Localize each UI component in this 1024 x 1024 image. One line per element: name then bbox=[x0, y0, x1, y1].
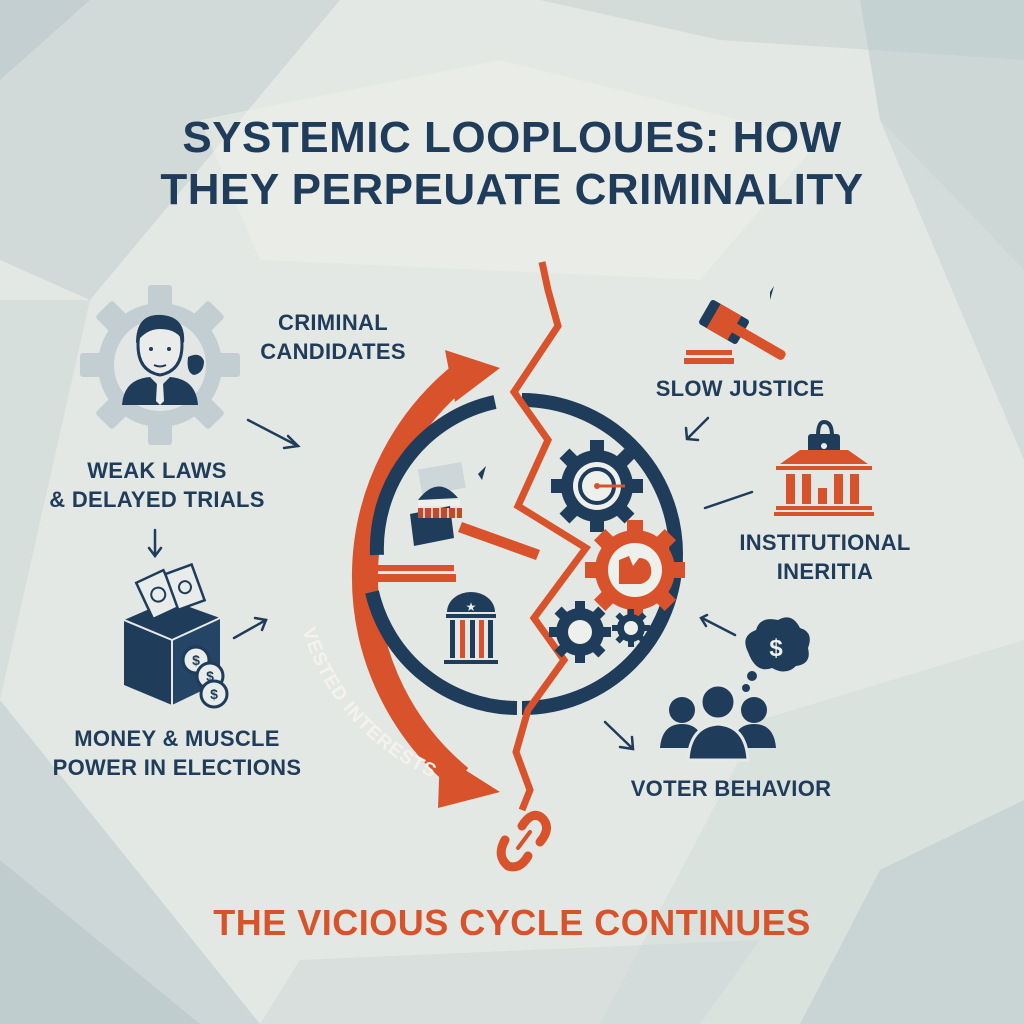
arrow-to-voters bbox=[603, 720, 634, 750]
arrow-to-cycle-2 bbox=[232, 618, 268, 640]
capitol-gavel-icon bbox=[376, 462, 540, 582]
broken-chain-icon bbox=[496, 810, 551, 872]
cycle-ring bbox=[365, 393, 683, 715]
gavel-icon bbox=[684, 286, 786, 364]
crack-line bbox=[509, 261, 592, 812]
voters-money-thought-icon: $ bbox=[660, 617, 810, 762]
label-criminal-candidates: CRIMINAL CANDIDATES bbox=[260, 310, 406, 364]
label-slow-justice: SLOW JUSTICE bbox=[655, 376, 825, 401]
arrow-from-voters bbox=[700, 616, 737, 637]
arc-arrow-head-bottom bbox=[438, 754, 500, 808]
svg-text:★: ★ bbox=[466, 600, 477, 614]
arrow-to-cycle-1 bbox=[246, 418, 300, 448]
page-title: SYSTEMIC LOOPLOUES: HOW THEY PERPEUATE C… bbox=[0, 112, 1024, 216]
line-institutional bbox=[703, 490, 754, 510]
svg-text:$: $ bbox=[192, 652, 200, 668]
arc-arrow-head-top bbox=[445, 350, 500, 402]
arrow-from-slow-justice bbox=[686, 416, 710, 440]
title-line-2: THEY PERPEUATE CRIMINALITY bbox=[160, 165, 864, 214]
courthouse-icon: ★ bbox=[444, 592, 498, 664]
flow-arrows bbox=[147, 416, 754, 751]
label-money-muscle: MONEY & MUSCLE POWER IN ELECTIONS bbox=[52, 726, 302, 780]
title-line-1: SYSTEMIC LOOPLOUES: HOW bbox=[182, 113, 842, 162]
svg-text:$: $ bbox=[210, 686, 218, 702]
svg-text:$: $ bbox=[206, 668, 214, 684]
svg-text:$: $ bbox=[769, 635, 783, 662]
ballot-box-money-icon: $ $ $ bbox=[123, 562, 229, 709]
locked-institution-icon bbox=[774, 419, 874, 516]
label-voter-behavior: VOTER BEHAVIOR bbox=[630, 776, 832, 801]
label-weak-laws: WEAK LAWS & DELAYED TRIALS bbox=[49, 458, 265, 512]
clock-gear-icon bbox=[551, 440, 643, 532]
label-institutional-inertia: INSTITUTIONAL INERITIA bbox=[739, 530, 911, 584]
footer-caption: THE VICIOUS CYCLE CONTINUES bbox=[213, 902, 811, 943]
muscle-gear-icon bbox=[585, 520, 685, 620]
masked-politician-gear-icon bbox=[80, 285, 240, 445]
